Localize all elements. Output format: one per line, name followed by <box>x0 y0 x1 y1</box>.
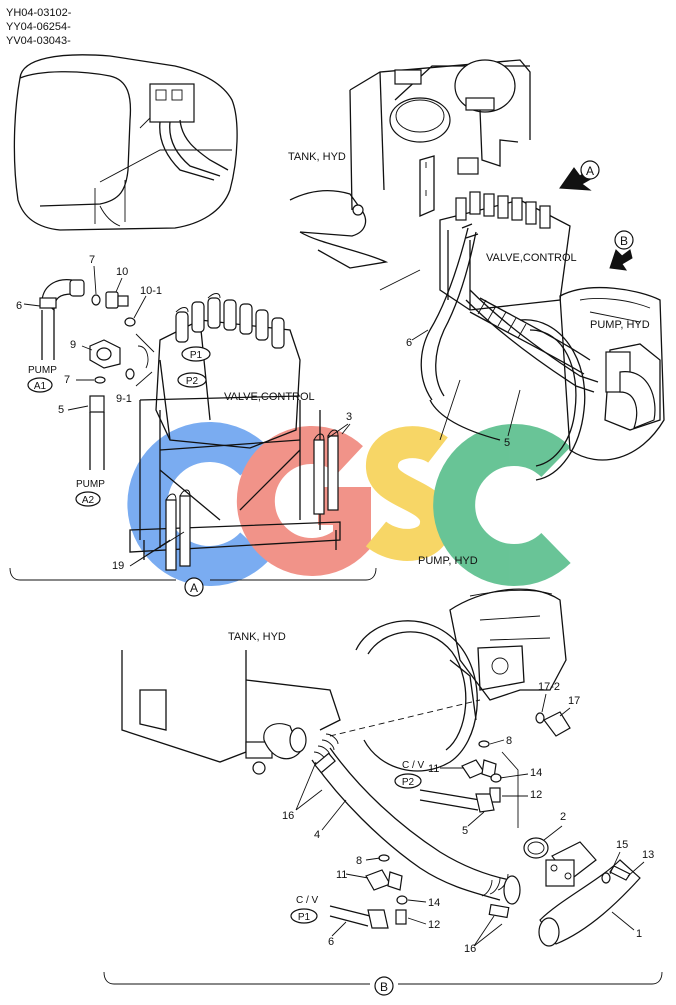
port-p1-valve: P1 <box>190 350 203 361</box>
part-5-top: 5 <box>504 437 510 449</box>
port-p2-cv: P2 <box>402 777 415 788</box>
part-5-b: 5 <box>462 825 468 837</box>
model-code-1: YH04-03102- <box>6 7 72 19</box>
part-9-1-a: 9-1 <box>116 393 132 405</box>
view-a-caption: A <box>190 581 198 595</box>
machine-overview-illustration <box>13 54 238 231</box>
model-code-2: YY04-06254- <box>6 21 71 33</box>
port-p1-cv: P1 <box>298 912 311 923</box>
model-code-3: YV04-03043- <box>6 35 71 47</box>
part-8-b-bottom: 8 <box>356 855 362 867</box>
label-valve-control-top: VALVE,CONTROL <box>486 252 577 264</box>
label-pump-a2: PUMP <box>76 479 105 490</box>
part-8-b-top: 8 <box>506 735 512 747</box>
label-valve-control-a: VALVE,CONTROL <box>224 391 315 403</box>
watermark-letter-g <box>236 426 371 576</box>
label-pump-hyd-b: PUMP, HYD <box>418 555 478 567</box>
part-14-b-top: 14 <box>530 767 542 779</box>
view-a-detail <box>9 279 377 581</box>
label-pump-a1: PUMP <box>28 365 57 376</box>
part-5-a: 5 <box>58 404 64 416</box>
watermark <box>127 422 571 586</box>
part-6-b: 6 <box>328 936 334 948</box>
label-pump-hyd-top: PUMP, HYD <box>590 319 650 331</box>
view-b-detail <box>103 588 663 985</box>
label-tank-hyd-b: TANK, HYD <box>228 631 286 643</box>
part-2-b: 2 <box>560 811 566 823</box>
part-10-1-a: 10-1 <box>140 285 162 297</box>
part-10-a: 10 <box>116 266 128 278</box>
part-14-b-bottom: 14 <box>428 897 440 909</box>
part-7-a-mid: 7 <box>64 374 70 386</box>
part-15-b: 15 <box>616 839 628 851</box>
view-b-marker-top: B <box>620 234 628 248</box>
watermark-letter-c1 <box>127 422 270 586</box>
part-4-b: 4 <box>314 829 320 841</box>
view-arrow-b-top: B <box>609 230 634 271</box>
part-12-b-bottom: 12 <box>428 919 440 931</box>
view-b-caption: B <box>380 980 388 994</box>
part-12-b-top: 12 <box>530 789 542 801</box>
part-9-a: 9 <box>70 339 76 351</box>
part-11-b-bottom: 11 <box>336 869 347 881</box>
part-17-2-b: 17-2 <box>538 681 560 693</box>
label-cv-p2: C / V <box>402 760 425 771</box>
part-16-b-bottom: 16 <box>464 943 476 955</box>
watermark-letter-s <box>365 426 452 561</box>
label-tank-hyd-top: TANK, HYD <box>288 151 346 163</box>
view-arrow-a-top: A <box>559 160 600 191</box>
port-a1: A1 <box>34 381 47 392</box>
port-p2-valve: P2 <box>186 376 199 387</box>
part-6-a: 6 <box>16 300 22 312</box>
watermark-letter-c2 <box>433 424 571 586</box>
port-a2: A2 <box>82 495 95 506</box>
label-cv-p1: C / V <box>296 895 319 906</box>
part-11-b-top: 11 <box>428 763 439 775</box>
view-a-marker-top: A <box>586 164 594 178</box>
part-17-b: 17 <box>568 695 580 707</box>
part-19-a: 19 <box>112 560 124 572</box>
part-13-b: 13 <box>642 849 654 861</box>
part-16-b-top: 16 <box>282 810 294 822</box>
part-3-a: 3 <box>346 411 352 423</box>
part-1-b: 1 <box>636 928 642 940</box>
part-6-top: 6 <box>406 337 412 349</box>
part-7-a-top: 7 <box>89 254 95 266</box>
top-right-assembly <box>289 59 665 481</box>
